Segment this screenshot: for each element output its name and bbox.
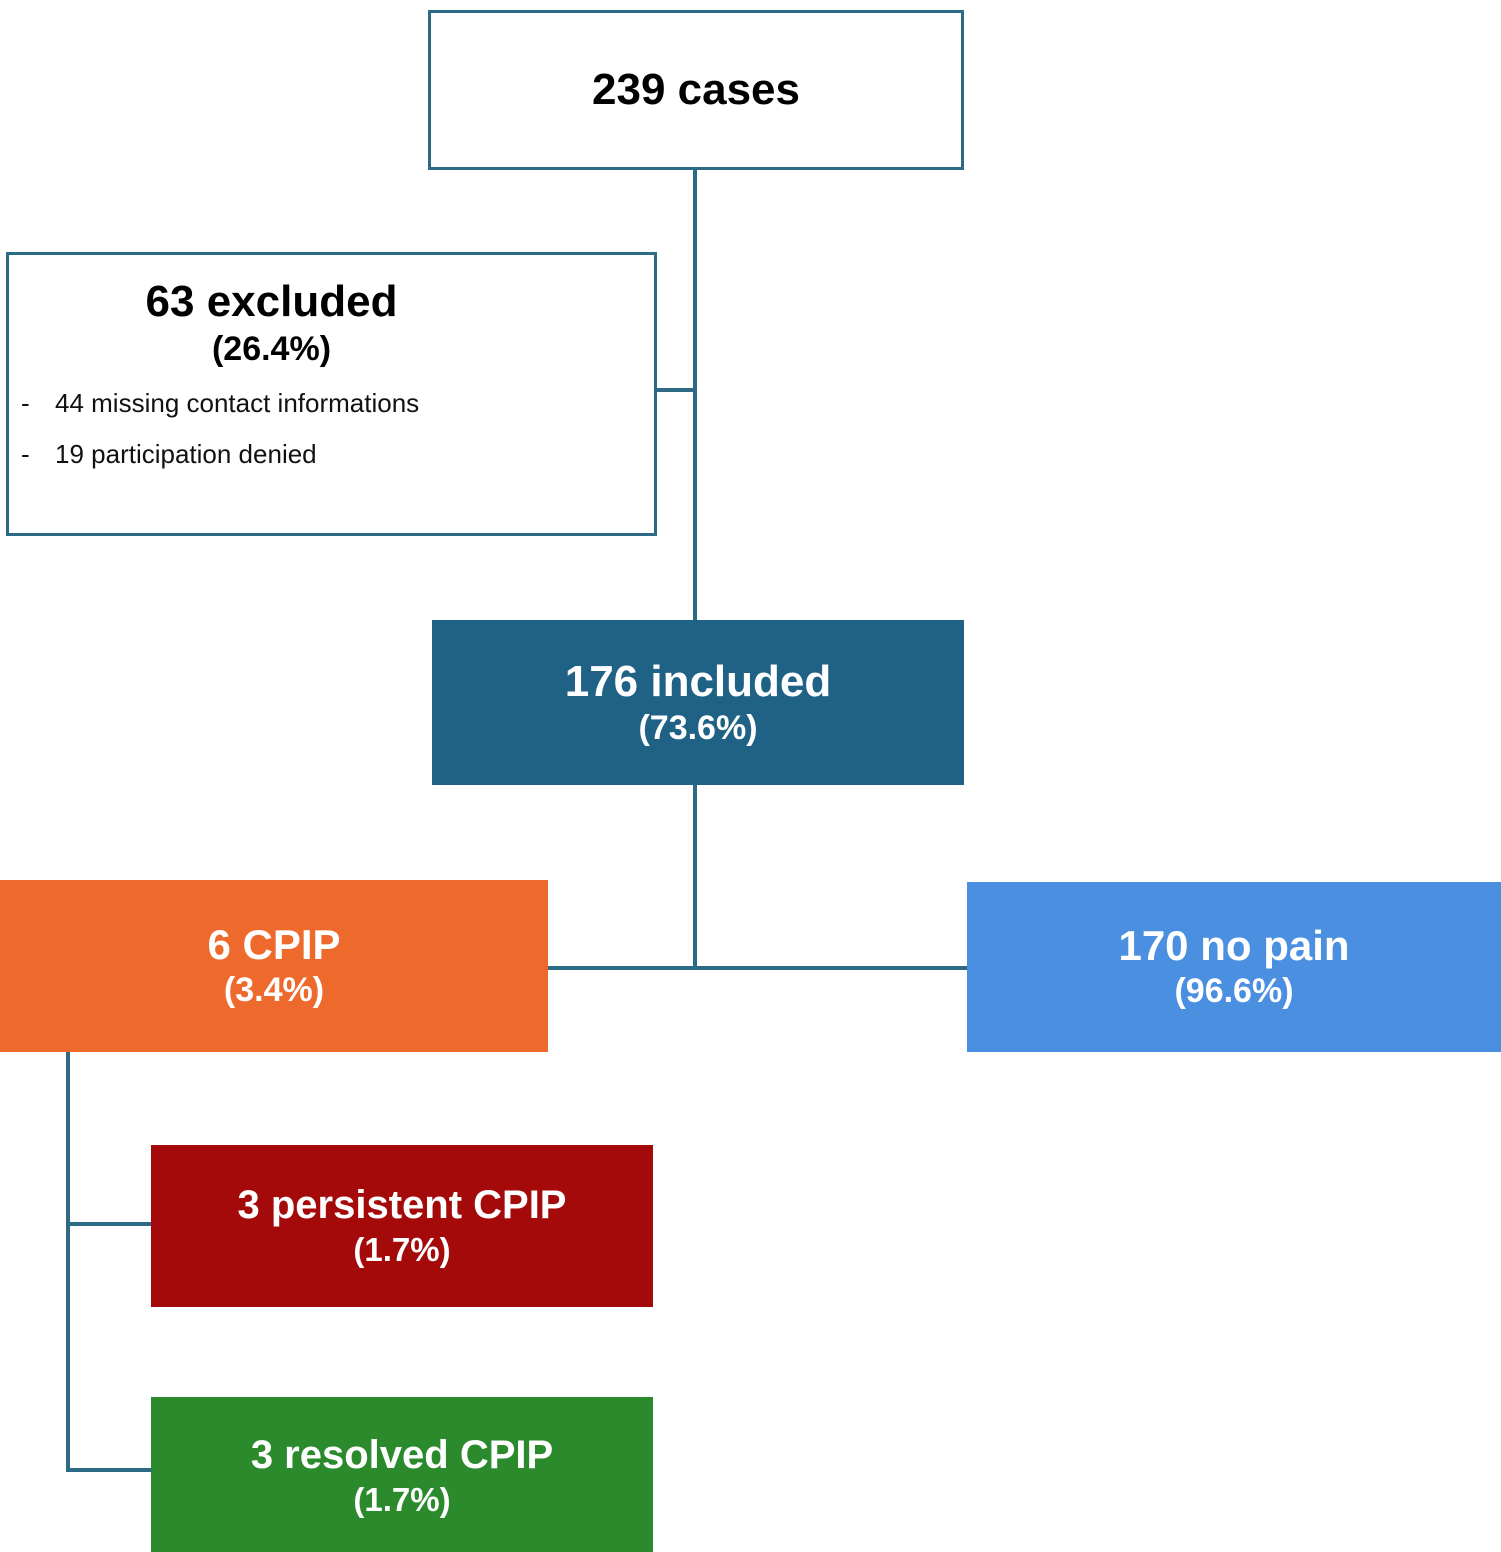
node-resolved-cpip: 3 resolved CPIP (1.7%) [151,1397,653,1552]
list-item: - 44 missing contact informations [21,389,654,418]
node-cpip: 6 CPIP (3.4%) [0,880,548,1052]
node-persistent-cpip-secondary: (1.7%) [353,1230,451,1268]
list-item: - 19 participation denied [21,440,654,469]
node-total-cases: 239 cases [428,10,964,170]
connector-to-excluded [655,388,695,392]
node-persistent-cpip: 3 persistent CPIP (1.7%) [151,1145,653,1307]
connector-cases-to-included [693,168,697,622]
node-excluded-heading: 63 excluded (26.4%) [9,277,654,369]
node-included-secondary: (73.6%) [638,709,758,748]
node-excluded-reason-list: - 44 missing contact informations - 19 p… [9,389,654,468]
node-no-pain-secondary: (96.6%) [1174,972,1294,1011]
connector-to-nopain [693,966,969,970]
node-persistent-cpip-primary: 3 persistent CPIP [237,1183,567,1228]
node-no-pain-primary: 170 no pain [1118,922,1350,970]
bullet-text: 44 missing contact informations [55,388,420,419]
node-included-primary: 176 included [564,656,832,706]
bullet-text: 19 participation denied [55,438,317,469]
node-resolved-cpip-secondary: (1.7%) [353,1480,451,1518]
connector-cpip-down [66,1052,70,1472]
connector-included-down [693,784,697,970]
node-excluded-secondary: (26.4%) [211,330,332,369]
node-cpip-secondary: (3.4%) [223,971,325,1010]
connector-to-persistent [66,1222,153,1226]
node-excluded: 63 excluded (26.4%) - 44 missing contact… [6,252,657,536]
node-resolved-cpip-primary: 3 resolved CPIP [250,1433,554,1478]
bullet-dash-icon: - [21,438,30,469]
bullet-dash-icon: - [21,388,30,419]
connector-to-cpip [547,966,695,970]
node-included: 176 included (73.6%) [432,620,964,785]
connector-to-resolved [66,1468,153,1472]
node-no-pain: 170 no pain (96.6%) [967,882,1501,1052]
node-total-cases-primary: 239 cases [592,65,800,115]
node-cpip-primary: 6 CPIP [207,921,341,969]
node-excluded-primary: 63 excluded [145,277,398,326]
